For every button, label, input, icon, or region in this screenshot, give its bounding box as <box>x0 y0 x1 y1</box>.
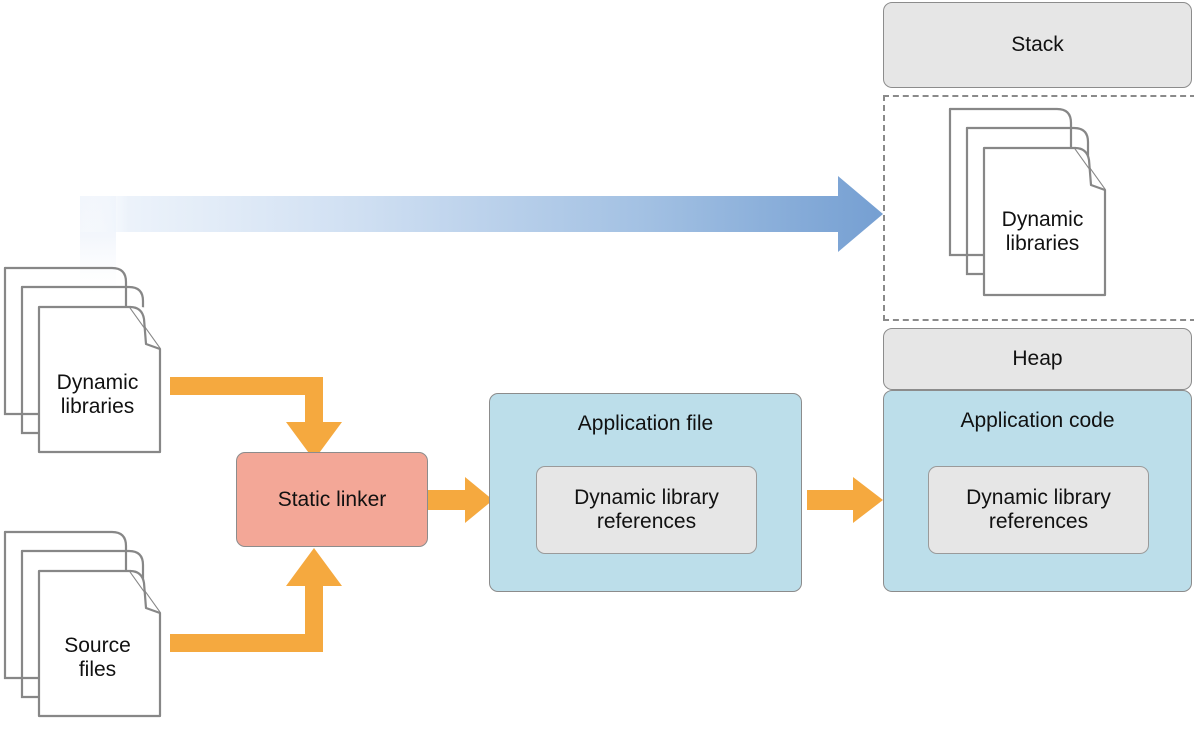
heap-box[interactable]: Heap <box>883 328 1192 390</box>
dynamic-libraries-source-stack <box>2 264 187 469</box>
source-files-stack <box>2 528 187 733</box>
application-code-inner-label: Dynamic library references <box>966 485 1111 533</box>
arrow-sources-to-static-linker <box>170 548 342 652</box>
arrow-linker-to-application-file <box>425 477 493 523</box>
dynamic-libraries-memory-label: Dynamic libraries <box>1001 208 1084 256</box>
dynamic-libraries-memory-stack <box>947 100 1132 315</box>
arrow-libs-to-static-linker <box>170 377 342 460</box>
dynamic-libraries-source-label: Dynamic libraries <box>56 371 139 419</box>
source-files-label: Source files <box>64 634 131 682</box>
static-linker-label: Static linker <box>277 487 387 511</box>
dynamic-libraries-memory-region <box>883 95 1194 321</box>
application-code-label: Application code <box>960 409 1115 432</box>
application-file-inner-label: Dynamic library references <box>574 485 719 533</box>
stack-label: Stack <box>1011 33 1064 57</box>
heap-label: Heap <box>1012 347 1063 371</box>
application-file-label: Application file <box>577 412 714 435</box>
stack-box[interactable]: Stack <box>883 2 1192 88</box>
static-linker-box[interactable]: Static linker <box>236 452 428 547</box>
arrow-application-file-to-application-code <box>807 477 883 523</box>
application-code-inner-box[interactable]: Dynamic library references <box>928 466 1149 554</box>
application-file-inner-box[interactable]: Dynamic library references <box>536 466 757 554</box>
